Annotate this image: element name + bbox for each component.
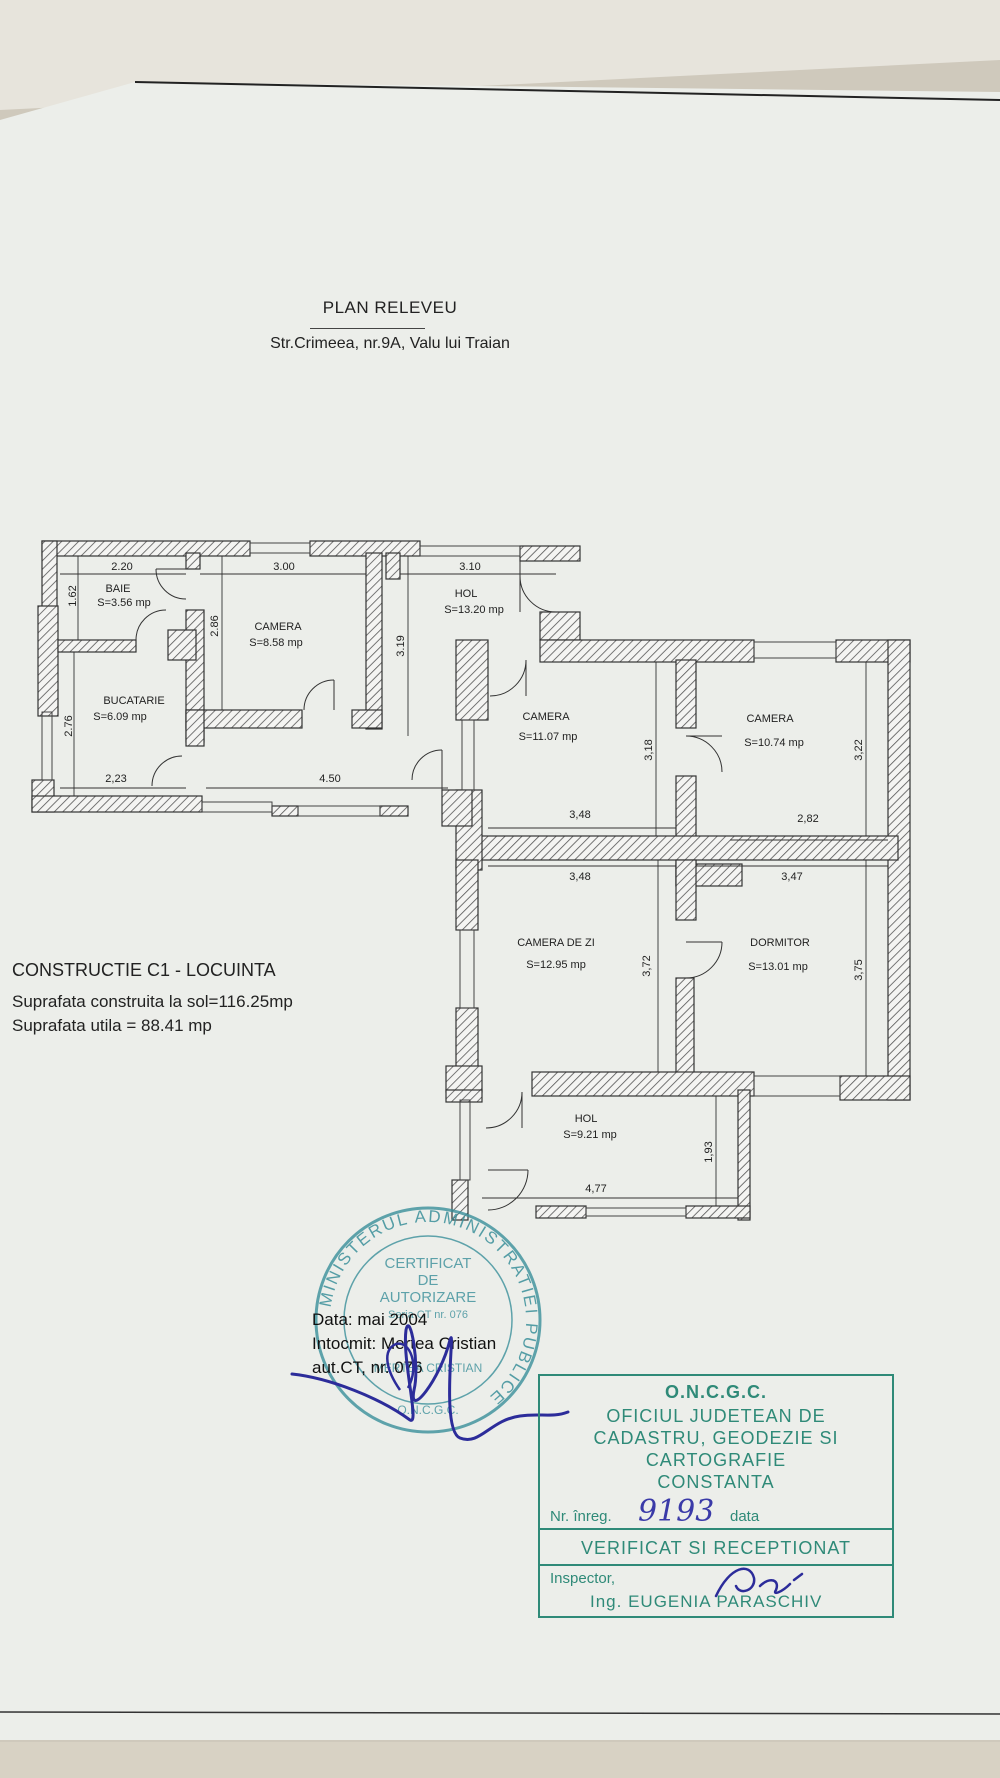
room-name: HOL [575,1113,598,1125]
inspector-signature [714,1567,804,1598]
wall [445,1089,483,1103]
wall [675,659,697,729]
wall [685,1205,751,1219]
reg-label: Nr. înreg. [550,1508,612,1525]
dimension-label: 4,77 [585,1183,606,1195]
dimension-label: 2.20 [111,561,132,573]
room-area: S=12.95 mp [526,959,586,971]
wall [539,611,581,641]
stamp-line: CADASTRU, GEODEZIE SI [593,1428,839,1448]
dimension-label: 4.50 [319,773,340,785]
wall [351,709,383,729]
wall [455,639,489,721]
room-area: S=3.56 mp [97,597,151,609]
dimension-label: 3,48 [569,871,590,883]
floor-plan: BAIE S=3.56 mp CAMERA S=8.58 mp HOL S=13… [31,540,911,1221]
authorization-line: aut.CT, nr. 076 [312,1358,423,1377]
stamp-acronym: O.N.C.G.C. [664,1382,767,1402]
wall [167,629,197,661]
stamp-divider [540,1528,892,1530]
dimension-label: 3.00 [273,561,294,573]
inspector-label: Inspector, [550,1570,616,1587]
dimension-label: 3,18 [643,739,655,760]
stamp-line: OFICIUL JUDETEAN DE [606,1406,826,1426]
dimension-label: 2.86 [209,615,221,636]
dimension-label: 2,23 [105,773,126,785]
plan-address: Str.Crimeea, nr.9A, Valu lui Traian [270,335,510,352]
room-area: S=11.07 mp [519,731,578,743]
title-underline [310,328,425,329]
room-area: S=9.21 mp [563,1129,617,1141]
construction-heading: CONSTRUCTIE C1 - LOCUINTA [12,960,276,980]
oncgc-office-stamp: O.N.C.G.C. OFICIUL JUDETEAN DE CADASTRU,… [538,1374,894,1618]
room-area: S=13.20 mp [444,604,504,616]
wall [887,639,911,1101]
handwritten-signature [290,1324,570,1441]
room-name: CAMERA [254,621,302,633]
wall [41,540,251,557]
dimension-label: 1,93 [703,1141,715,1162]
wall [519,545,581,562]
wall [365,552,383,730]
wall [441,789,473,827]
stamp-center-line: Seria CT nr. 076 [388,1309,468,1321]
stamp-name: MERTEA CRISTIAN [374,1361,482,1375]
wall [675,977,695,1079]
wall [379,805,409,817]
room-name: DORMITOR [750,937,810,949]
stamp-line: CARTOGRAFIE [645,1450,787,1470]
dimension-label: 3.19 [395,635,407,656]
wall [839,1075,911,1101]
verified-text: VERIFICAT SI RECEPTIONAT [580,1538,852,1558]
wall [37,605,59,717]
wall [385,552,401,580]
wall [539,639,755,663]
dimension-label: 2.76 [63,715,75,736]
stamp-divider [540,1564,892,1566]
inspector-name: Ing. EUGENIA PARASCHIV [590,1592,823,1611]
wall [271,805,299,817]
room-name: HOL [455,588,478,600]
wall [41,540,58,610]
plan-title: PLAN RELEVEU [322,298,458,317]
date-line: Data: mai 2004 [312,1310,428,1329]
room-area: S=6.09 mp [93,711,147,723]
room-name: BAIE [105,583,130,595]
room-name: CAMERA DE ZI [517,937,595,949]
useful-area: Suprafata utila = 88.41 mp [12,1016,212,1035]
room-area: S=10.74 mp [744,737,804,749]
dimension-label: 3,75 [853,959,865,980]
dimension-label: 3,48 [569,809,590,821]
dimension-label: 2,82 [797,813,818,825]
wall [455,859,479,931]
built-area: Suprafata construita la sol=116.25mp [12,992,293,1011]
room-area: S=8.58 mp [249,637,303,649]
stamp-line: CONSTANTA [657,1472,775,1492]
wall [185,709,205,747]
stamp-center-line: CERTIFICAT [385,1255,472,1272]
wall [675,859,697,921]
dimension-label: 3,22 [853,739,865,760]
wall [31,795,203,813]
room-name: BUCATARIE [103,695,164,707]
room-name: CAMERA [746,713,794,725]
room-area: S=13.01 mp [748,961,808,973]
room-name: CAMERA [522,711,570,723]
wall [57,639,137,653]
wall [185,552,201,570]
dimension-label: 1.62 [67,585,79,606]
wall [309,540,421,557]
dimension-label: 3.10 [459,561,480,573]
date-label: data [730,1508,760,1525]
dimension-label: 3,47 [781,871,802,883]
stamp-center-line: AUTORIZARE [380,1289,476,1306]
dimension-label: 3,72 [641,955,653,976]
round-certification-stamp: MINISTERUL ADMINISTRATIEI PUBLICE CERTIF… [314,1206,542,1434]
wall [531,1071,755,1097]
reg-number: 9193 [638,1494,715,1529]
wall [737,1089,751,1221]
stamp-center-line: DE [418,1272,439,1289]
wall [445,1065,483,1093]
